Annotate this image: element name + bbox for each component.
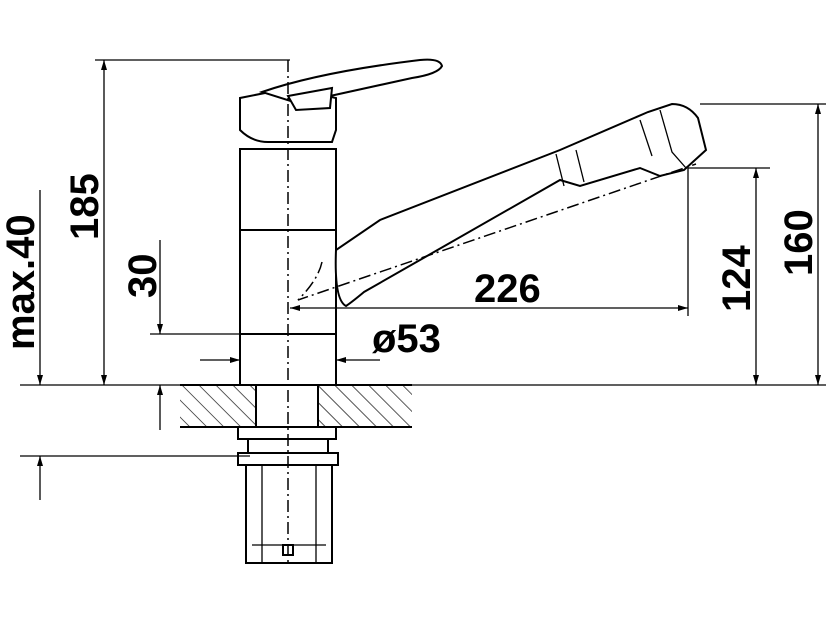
dimension-226: 226 [290, 168, 689, 316]
dimension-185: 185 [63, 59, 290, 385]
dimension-124: 124 [688, 167, 770, 385]
label-max-thickness: max.40 [0, 214, 43, 350]
label-outlet-height: 124 [715, 245, 759, 312]
spout [334, 102, 708, 308]
dimension-30: 30 [121, 240, 240, 430]
spout-axis [297, 163, 697, 301]
label-base-height: 30 [121, 254, 165, 299]
dimension-o53: ø53 [200, 317, 441, 363]
label-top-height: 160 [777, 209, 821, 276]
label-total-height: 185 [63, 173, 107, 240]
label-spout-reach: 226 [474, 267, 541, 311]
countertop [180, 384, 412, 428]
lever-handle [239, 58, 444, 143]
label-base-diameter: ø53 [372, 317, 441, 361]
dimension-max40: max.40 [0, 190, 250, 500]
dimension-160: 160 [336, 103, 826, 386]
